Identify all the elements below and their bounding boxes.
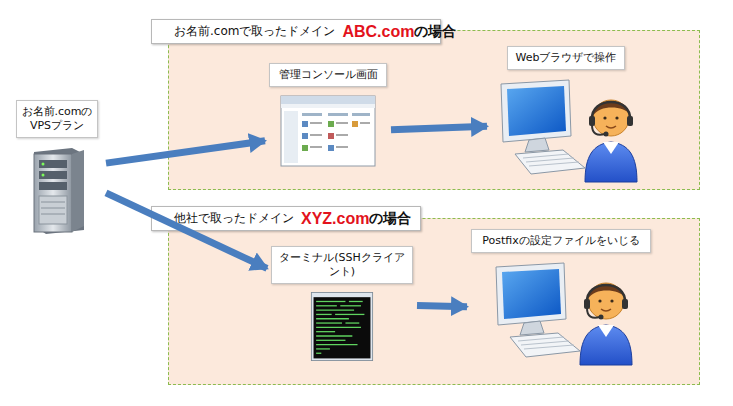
component-node: Postfixの設定ファイルをいじる <box>471 229 651 389</box>
domain-name: XYZ.com <box>301 210 369 228</box>
domain-name: ABC.com <box>342 23 414 41</box>
operator-at-computer <box>493 78 639 186</box>
band-heading: 他社で取ったドメイン XYZ.comの場合 <box>151 206 421 231</box>
server-icon <box>26 146 88 234</box>
flow-arrow <box>417 305 467 306</box>
heading-text: お名前.comで取ったドメイン <box>174 23 335 40</box>
node-label: Webブラウザで操作 <box>507 46 625 70</box>
flow-arrow <box>106 193 267 268</box>
band-heading: お名前.comで取ったドメインABC.comの場合 <box>151 19 441 44</box>
flow-arrow <box>391 126 487 129</box>
domain-group-band: お名前.comで取ったドメインABC.comの場合管理コンソール画面Webブラウ… <box>168 30 700 190</box>
terminal-screenshot <box>306 292 378 361</box>
component-node: お名前.comの VPSプラン <box>12 100 102 240</box>
node-label: 管理コンソール画面 <box>269 63 387 87</box>
domain-group-band: 他社で取ったドメインXYZ.comの場合ターミナル(SSHクライアント)Post… <box>168 218 700 385</box>
node-label: ターミナル(SSHクライアント) <box>271 246 413 284</box>
flow-arrow <box>106 141 265 163</box>
component-node: Webブラウザで操作 <box>491 46 641 201</box>
heading-text: 他社で取ったドメイン <box>174 210 294 227</box>
operator-at-computer <box>488 261 634 369</box>
component-node: 管理コンソール画面 <box>269 63 387 201</box>
component-node: ターミナル(SSHクライアント) <box>271 246 413 361</box>
heading-text: の場合 <box>414 23 456 41</box>
console-screenshot <box>280 95 376 167</box>
heading-text: の場合 <box>369 210 411 228</box>
node-label: お名前.comの VPSプラン <box>16 100 98 138</box>
node-label: Postfixの設定ファイルをいじる <box>471 229 651 253</box>
